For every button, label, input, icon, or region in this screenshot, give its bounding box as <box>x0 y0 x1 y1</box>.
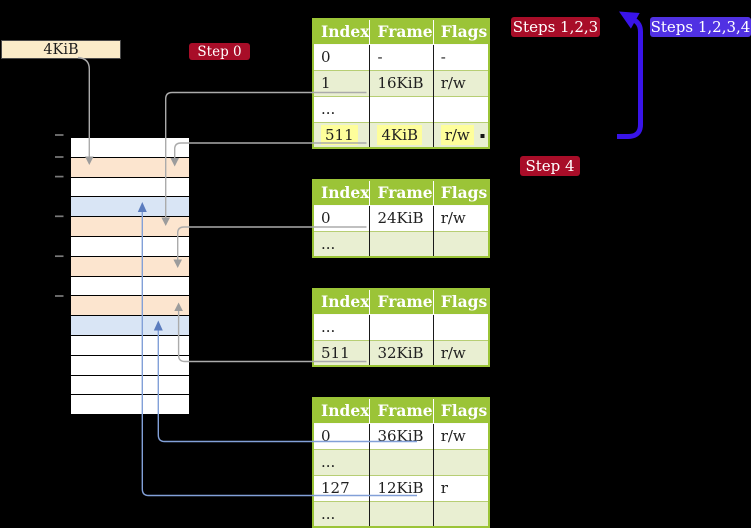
table-row: ... <box>313 448 490 475</box>
memory-row-white <box>71 355 189 376</box>
memory-tick-marks <box>55 134 64 297</box>
col-header-index: Index <box>313 289 370 315</box>
col-header-frame: Frame <box>369 398 434 424</box>
table-row: 0 36KiB r/w <box>313 422 490 449</box>
page-table-4: Index Frame Flags 0 36KiB r/w ... 127 12… <box>312 397 491 528</box>
highlighted-cell-value: 511 <box>321 124 358 145</box>
memory-row-white <box>71 335 189 356</box>
memory-row-blue <box>71 197 189 218</box>
table-header-row: Index Frame Flags <box>313 19 490 45</box>
col-header-flags: Flags <box>432 19 490 45</box>
highlighted-cell-value: 4KiB <box>377 124 423 145</box>
page-table-3: Index Frame Flags ... 511 32KiB r/w <box>312 288 491 367</box>
table-row: 511 32KiB r/w <box>313 339 490 366</box>
badge-step-0: Step 0 <box>189 43 250 60</box>
physical-memory-column <box>70 137 190 416</box>
frame-size-label: 4KiB <box>1 40 121 59</box>
memory-row-peach <box>71 296 189 317</box>
memory-row-white <box>71 395 189 416</box>
page-table-2: Index Frame Flags 0 24KiB r/w ... <box>312 179 491 258</box>
col-header-index: Index <box>313 19 370 45</box>
memory-row-peach <box>71 256 189 277</box>
table-row: 0 - - <box>313 43 490 70</box>
table-row: ... <box>313 95 490 122</box>
badge-steps-1-2-3-4: Steps 1,2,3,4 <box>650 17 751 37</box>
table-row: 127 12KiB r <box>313 474 490 501</box>
steps-arrow <box>617 11 643 139</box>
arrowhead-up-left-icon <box>619 11 640 29</box>
table-row-highlighted: 511 4KiB r/w <box>313 121 490 148</box>
page-table-1: Index Frame Flags 0 - - 1 16KiB r/w ... … <box>312 18 491 149</box>
memory-row-white <box>71 138 189 158</box>
col-header-index: Index <box>313 398 370 424</box>
memory-row-white <box>71 276 189 297</box>
col-header-frame: Frame <box>369 19 434 45</box>
badge-step-4: Step 4 <box>520 156 580 176</box>
col-header-flags: Flags <box>432 180 490 206</box>
badge-steps-1-2-3: Steps 1,2,3 <box>511 17 600 37</box>
table-header-row: Index Frame Flags <box>313 398 490 424</box>
memory-row-blue <box>71 316 189 336</box>
table-header-row: Index Frame Flags <box>313 289 490 315</box>
table-row: 1 16KiB r/w <box>313 69 490 96</box>
memory-row-white <box>71 375 189 396</box>
memory-row-peach <box>71 217 189 237</box>
highlighted-cell-value: r/w <box>440 124 474 145</box>
memory-row-peach <box>71 157 189 178</box>
table-row: 0 24KiB r/w <box>313 204 490 231</box>
col-header-frame: Frame <box>369 289 434 315</box>
table-row: ... <box>313 313 490 340</box>
col-header-index: Index <box>313 180 370 206</box>
table-row: ... <box>313 230 490 257</box>
memory-row-white <box>71 236 189 257</box>
table-header-row: Index Frame Flags <box>313 180 490 206</box>
col-header-flags: Flags <box>432 289 490 315</box>
col-header-flags: Flags <box>432 398 490 424</box>
col-header-frame: Frame <box>369 180 434 206</box>
table-row: ... <box>313 500 490 527</box>
memory-row-white <box>71 177 189 198</box>
